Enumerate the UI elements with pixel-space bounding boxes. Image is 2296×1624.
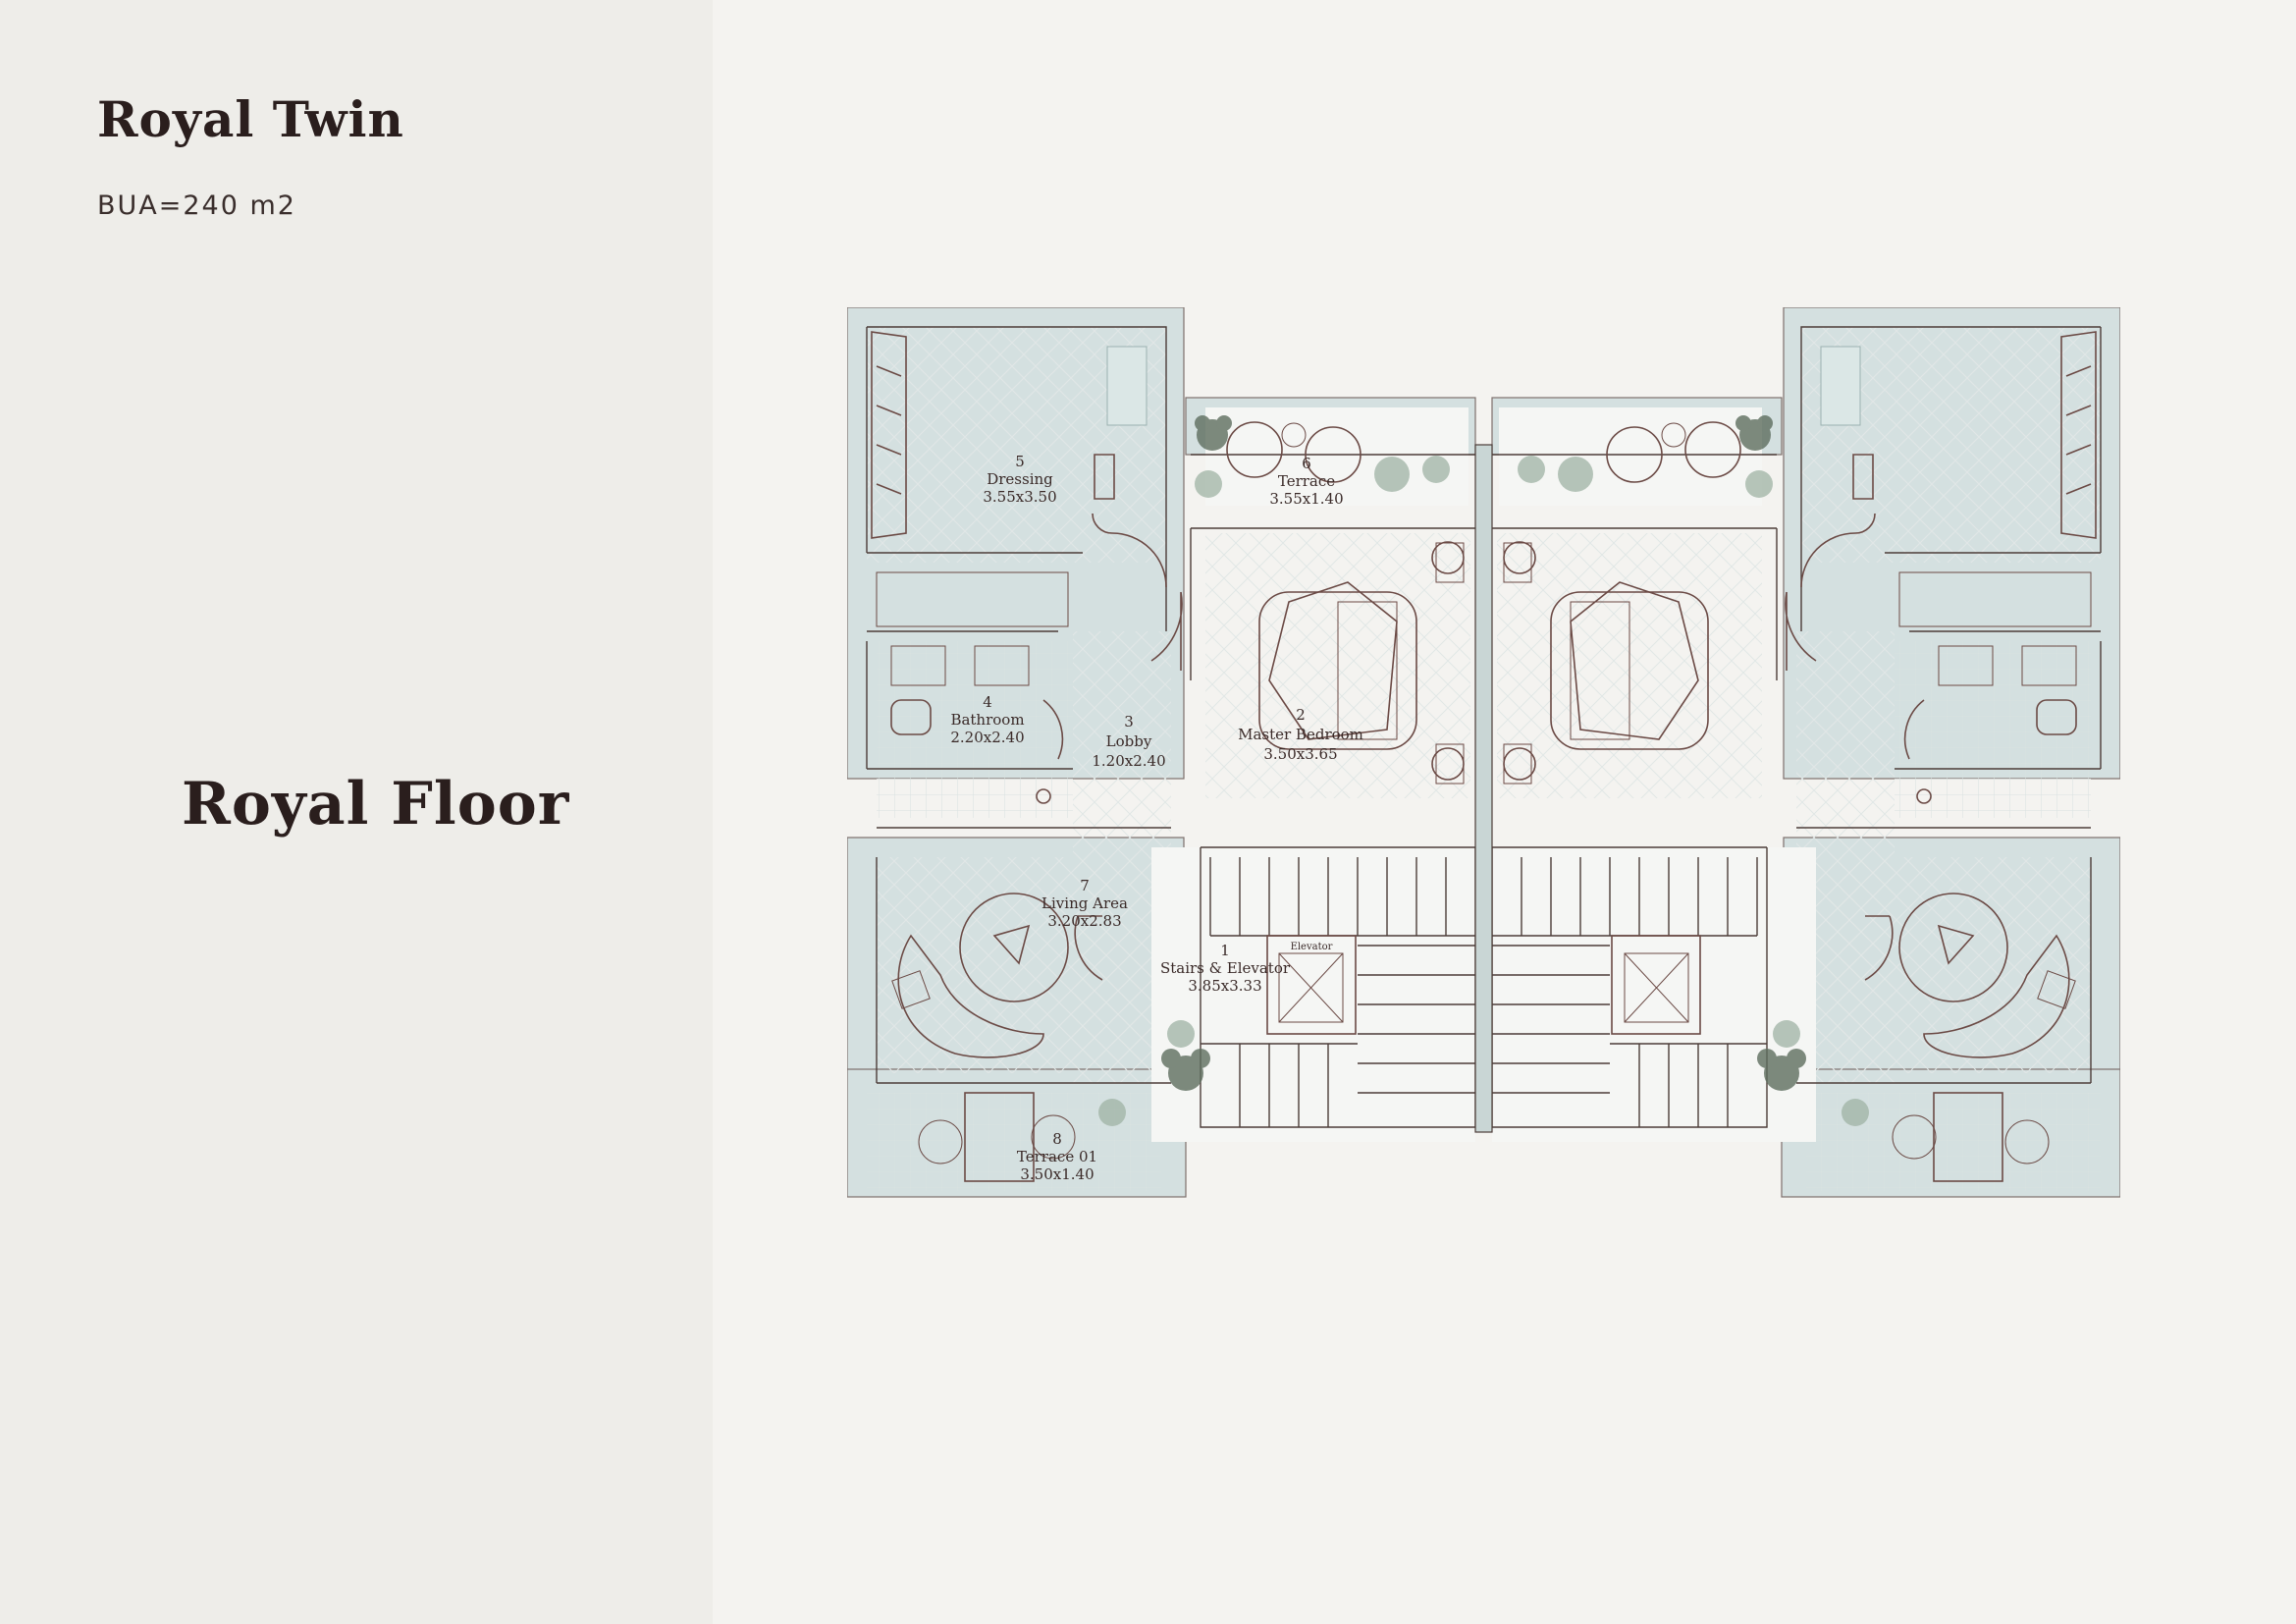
room-name: Master Bedroom — [1238, 726, 1363, 743]
room-number: 4 — [983, 693, 992, 711]
party-wall — [1474, 444, 1493, 1133]
room-label-2: 2 Master Bedroom 3.50x3.65 — [1238, 706, 1363, 763]
room-size: 2.20x2.40 — [950, 729, 1024, 746]
room-name: Terrace 01 — [1017, 1148, 1097, 1165]
room-number: 8 — [1052, 1130, 1062, 1148]
room-label-7: 7 Living Area 3.20x2.83 — [1041, 877, 1128, 930]
room-label-8: 8 Terrace 01 3.50x1.40 — [1017, 1130, 1097, 1183]
room-number: 6 — [1302, 455, 1311, 472]
room-name: Living Area — [1041, 894, 1128, 912]
room-size: 3.50x1.40 — [1020, 1165, 1094, 1183]
elevator-label: Elevator — [1291, 942, 1333, 952]
room-size: 3.20x2.83 — [1047, 912, 1121, 930]
bua-label: BUA=240 m2 — [97, 190, 296, 221]
room-label-6: 6 Terrace 3.55x1.40 — [1269, 455, 1343, 508]
room-number: 3 — [1124, 713, 1134, 731]
floor-plan: 5 Dressing 3.55x3.50 6 Terrace 3.55x1.40… — [847, 307, 2120, 1213]
room-number: 5 — [1015, 453, 1025, 470]
room-size: 1.20x2.40 — [1092, 752, 1165, 770]
room-label-3: 3 Lobby 1.20x2.40 — [1092, 713, 1165, 770]
room-number: 2 — [1296, 706, 1306, 724]
room-size: 3.55x3.50 — [983, 488, 1056, 506]
room-name: Terrace — [1278, 472, 1335, 490]
floor-title: Royal Floor — [182, 770, 570, 839]
room-number: 7 — [1080, 877, 1090, 894]
floor-plan-drawing: 5 Dressing 3.55x3.50 6 Terrace 3.55x1.40… — [847, 307, 2120, 1198]
room-size: 3.55x1.40 — [1269, 490, 1343, 508]
project-title: Royal Twin — [97, 90, 404, 148]
room-label-1: 1 Stairs & Elevator 3.85x3.33 — [1160, 942, 1291, 995]
room-size: 3.50x3.65 — [1263, 745, 1337, 763]
room-name: Stairs & Elevator — [1160, 959, 1291, 977]
left-panel — [0, 0, 713, 1624]
room-label-5: 5 Dressing 3.55x3.50 — [983, 453, 1056, 506]
room-name: Dressing — [987, 470, 1053, 488]
room-size: 3.85x3.33 — [1188, 977, 1261, 995]
room-name: Lobby — [1106, 732, 1152, 750]
room-label-4: 4 Bathroom 2.20x2.40 — [950, 693, 1024, 746]
room-number: 1 — [1220, 942, 1230, 959]
room-name: Bathroom — [950, 711, 1024, 729]
